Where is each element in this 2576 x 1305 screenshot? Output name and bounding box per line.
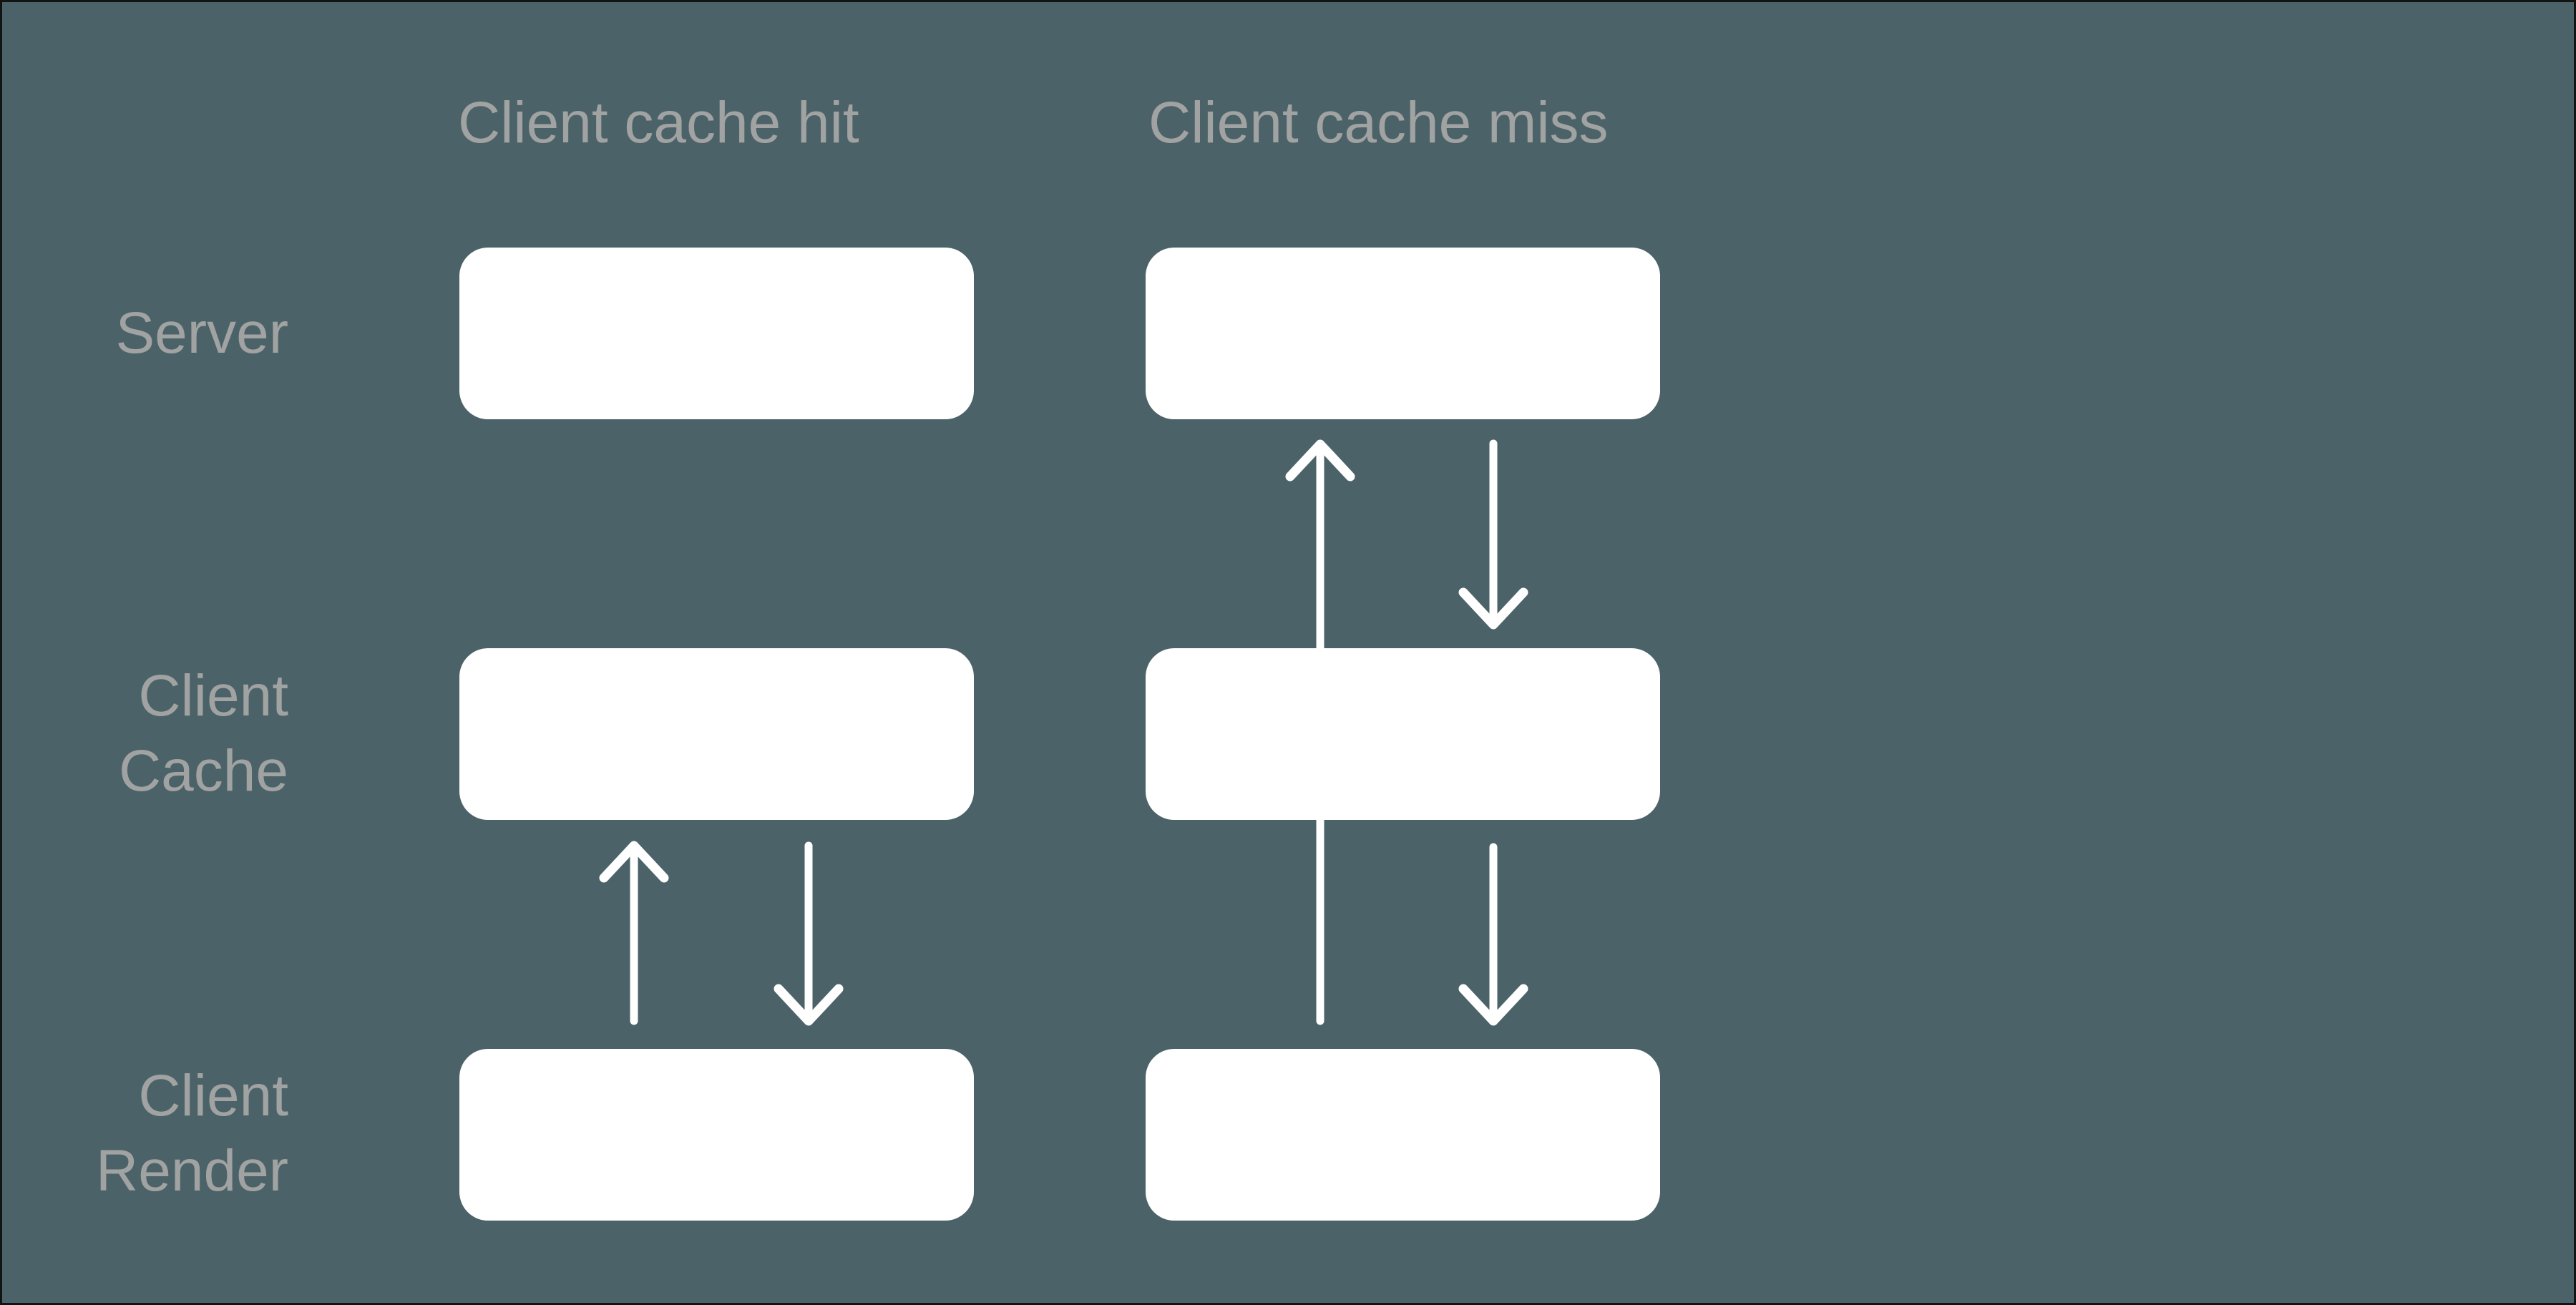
row-label-client-render: Client Render: [2, 1058, 288, 1208]
arrow-hit-cache-to-render-down-icon: [774, 841, 844, 1026]
arrow-hit-render-to-cache-up-icon: [599, 841, 669, 1025]
column-header-client-cache-hit: Client cache hit: [458, 90, 859, 155]
row-label-server-line1: Server: [115, 300, 288, 366]
box-hit-server: [459, 248, 974, 419]
box-miss-render: [1146, 1049, 1660, 1221]
arrow-miss-cache-to-render-down-icon: [1458, 843, 1528, 1026]
column-header-client-cache-miss: Client cache miss: [1148, 90, 1609, 155]
row-label-client-render-line2: Render: [96, 1138, 288, 1203]
row-label-client-cache-line2: Cache: [118, 738, 288, 803]
row-label-client-cache: Client Cache: [2, 658, 288, 808]
row-label-client-cache-line1: Client: [138, 663, 288, 728]
box-hit-cache: [459, 648, 974, 820]
arrow-miss-server-to-cache-down-icon: [1458, 439, 1528, 630]
row-label-client-render-line1: Client: [138, 1063, 288, 1128]
box-hit-render: [459, 1049, 974, 1221]
box-miss-cache: [1146, 648, 1660, 820]
box-miss-server: [1146, 248, 1660, 419]
row-label-server: Server: [2, 295, 288, 371]
